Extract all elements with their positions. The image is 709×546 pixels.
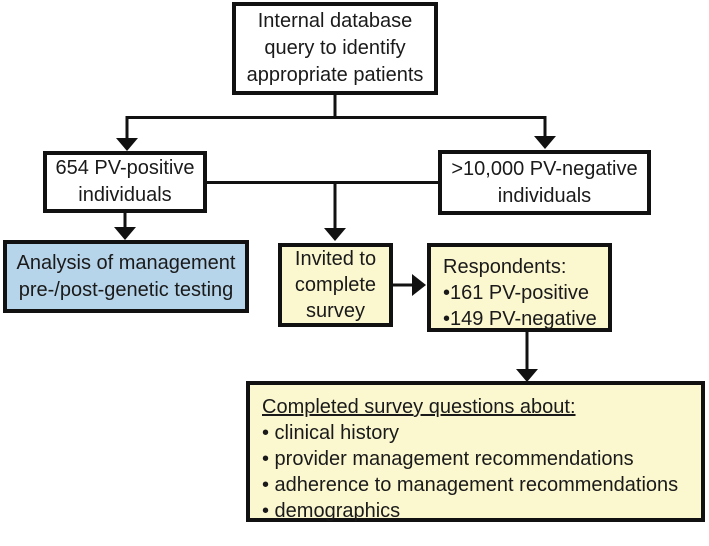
node-pv-positive: 654 PV-positive individuals [43, 151, 207, 213]
node-pv-negative: >10,000 PV-negative individuals [438, 150, 651, 215]
node-respondents: Respondents: •161 PV-positive •149 PV-ne… [427, 243, 612, 332]
node-database-query: Internal database query to identify appr… [232, 2, 438, 95]
respondents-item-pv-negative: •149 PV-negative [443, 308, 597, 330]
survey-item-demographics: • demographics [262, 500, 401, 522]
respondents-title: Respondents: [443, 256, 567, 278]
survey-item-clinical-history: • clinical history [262, 422, 400, 444]
arrowhead-pv-negative [534, 136, 556, 149]
survey-item-adherence: • adherence to management recommendation… [262, 474, 679, 496]
arrowhead-invited [324, 228, 346, 241]
arrowhead-pv-positive [116, 138, 138, 151]
survey-item-provider-recommendations: • provider management recommendations [262, 448, 634, 470]
node-analysis: Analysis of management pre-/post-genetic… [3, 240, 249, 313]
arrowhead-survey [516, 369, 538, 382]
survey-questions-title: Completed survey questions about: [262, 396, 576, 418]
node-survey-questions: Completed survey questions about: • clin… [246, 381, 705, 522]
arrowhead-respondents [412, 274, 426, 296]
arrowhead-analysis [114, 227, 136, 240]
respondents-item-pv-positive: •161 PV-positive [443, 282, 589, 304]
node-invited: Invited to complete survey [278, 243, 393, 327]
